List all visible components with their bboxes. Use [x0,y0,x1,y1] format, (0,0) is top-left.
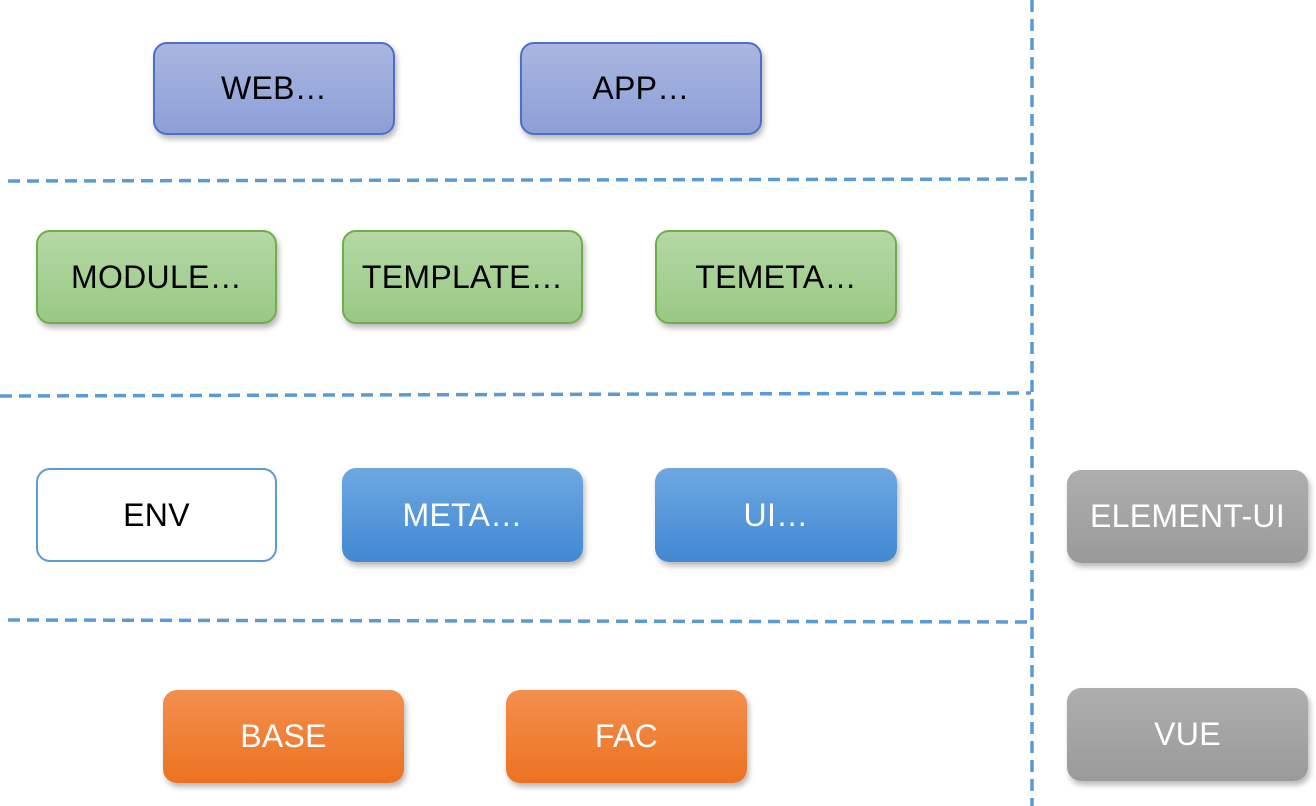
meta-box: META… [342,468,583,562]
divider-presentation-business [7,177,1032,183]
module-label: MODULE… [70,258,242,295]
element-ui-box: ELEMENT-UI [1067,470,1308,563]
env-label: ENV [123,496,190,533]
meta-label: META… [402,496,523,533]
divider-business-core [0,391,1032,398]
vue-box: VUE [1067,688,1308,781]
base-label: BASE [240,718,327,754]
ui-label: UI… [743,496,809,533]
vue-label: VUE [1154,716,1221,752]
fac-label: FAC [594,718,659,754]
template-label: TEMPLATE… [361,258,564,295]
web-label: WEB… [220,70,328,106]
app-box: APP… [520,42,762,135]
web-box: WEB… [153,42,395,135]
divider-core-foundation [7,618,1032,624]
template-box: TEMPLATE… [342,230,583,324]
fac-box: FAC [506,690,747,783]
element-ui-label: ELEMENT-UI [1089,498,1286,534]
app-label: APP… [592,70,690,106]
env-box: ENV [36,468,277,562]
temeta-box: TEMETA… [655,230,897,324]
temeta-label: TEMETA… [695,258,857,295]
module-box: MODULE… [36,230,277,324]
base-box: BASE [163,690,404,783]
ui-box: UI… [655,468,897,562]
